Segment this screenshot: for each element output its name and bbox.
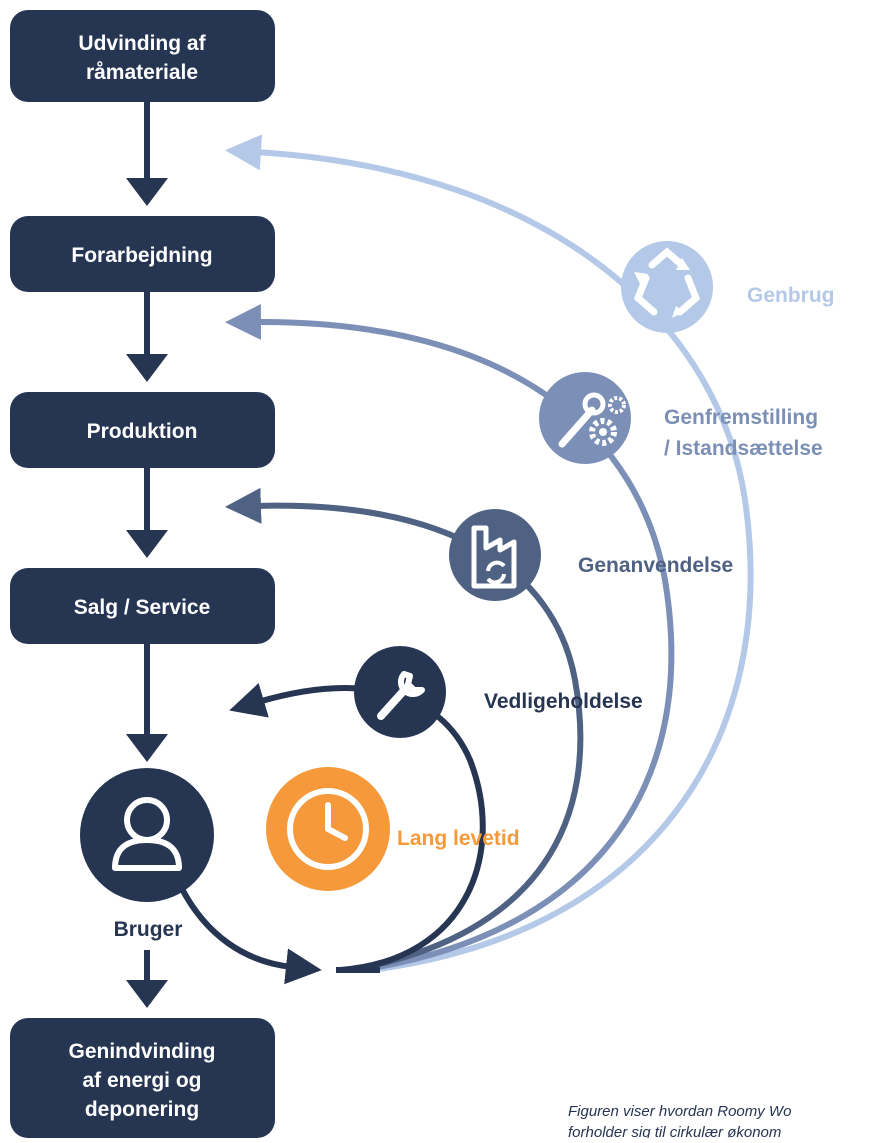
step-extraction: Udvinding af råmateriale <box>10 10 275 102</box>
maintenance-label: Vedligeholdelse <box>484 690 643 713</box>
clock-icon <box>287 788 369 870</box>
step-recovery: Genindvinding af energi og deponering <box>10 1018 275 1138</box>
remanufacturing-label-line1: Genfremstilling <box>664 406 818 429</box>
step-extraction-line2: råmateriale <box>86 61 198 84</box>
caption-line2: forholder sig til cirkulær økonom <box>568 1124 781 1138</box>
step-recovery-line1: Genindvinding <box>69 1040 216 1063</box>
user-icon <box>112 797 182 871</box>
step-production: Produktion <box>10 392 275 468</box>
step-production-label: Produktion <box>87 420 198 443</box>
step-processing-label: Forarbejdning <box>71 244 212 267</box>
step-processing: Forarbejdning <box>10 216 275 292</box>
flow-arrows <box>126 100 168 1008</box>
recycle-icon <box>633 247 701 318</box>
arrow-extraction-to-processing <box>126 100 168 206</box>
reuse-node: Genanvendelse <box>449 509 733 601</box>
reuse-label: Genanvendelse <box>578 554 733 577</box>
caption-line1: Figuren viser hvordan Roomy Wo <box>568 1103 791 1120</box>
step-sales-label: Salg / Service <box>74 596 211 619</box>
figure-caption: Figuren viser hvordan Roomy Wo forholder… <box>568 1103 791 1141</box>
step-extraction-line1: Udvinding af <box>78 32 206 55</box>
user-to-loop-arrow <box>177 883 322 985</box>
arrow-sales-to-user <box>126 642 168 762</box>
reuse-loop-arc <box>225 487 584 973</box>
maintenance-loop-arc <box>229 683 486 973</box>
arrow-processing-to-production <box>126 290 168 382</box>
remanufacturing-label-line2: / Istandsættelse <box>664 437 823 460</box>
maintenance-node: Vedligeholdelse <box>354 646 643 738</box>
user-label: Bruger <box>114 918 183 941</box>
longevity-label: Lang levetid <box>397 827 520 850</box>
factory-refresh-icon <box>471 525 517 589</box>
step-sales: Salg / Service <box>10 568 275 644</box>
longevity-node: Lang levetid <box>266 767 520 891</box>
user-node: Bruger <box>80 768 214 941</box>
step-recovery-line3: deponering <box>85 1098 199 1121</box>
recycling-node: Genbrug <box>621 241 835 333</box>
wrench-gears-icon <box>558 392 626 448</box>
loop-arcs <box>177 134 754 985</box>
recycling-label: Genbrug <box>747 284 835 307</box>
arrow-user-to-recovery <box>126 950 168 1008</box>
arrow-production-to-sales <box>126 466 168 558</box>
step-recovery-line2: af energi og <box>82 1069 201 1092</box>
wrench-icon <box>377 671 425 720</box>
remanufacturing-node: Genfremstilling / Istandsættelse <box>539 372 823 464</box>
recycling-loop-arc <box>225 134 754 973</box>
remanufacturing-loop-arc <box>225 303 675 973</box>
